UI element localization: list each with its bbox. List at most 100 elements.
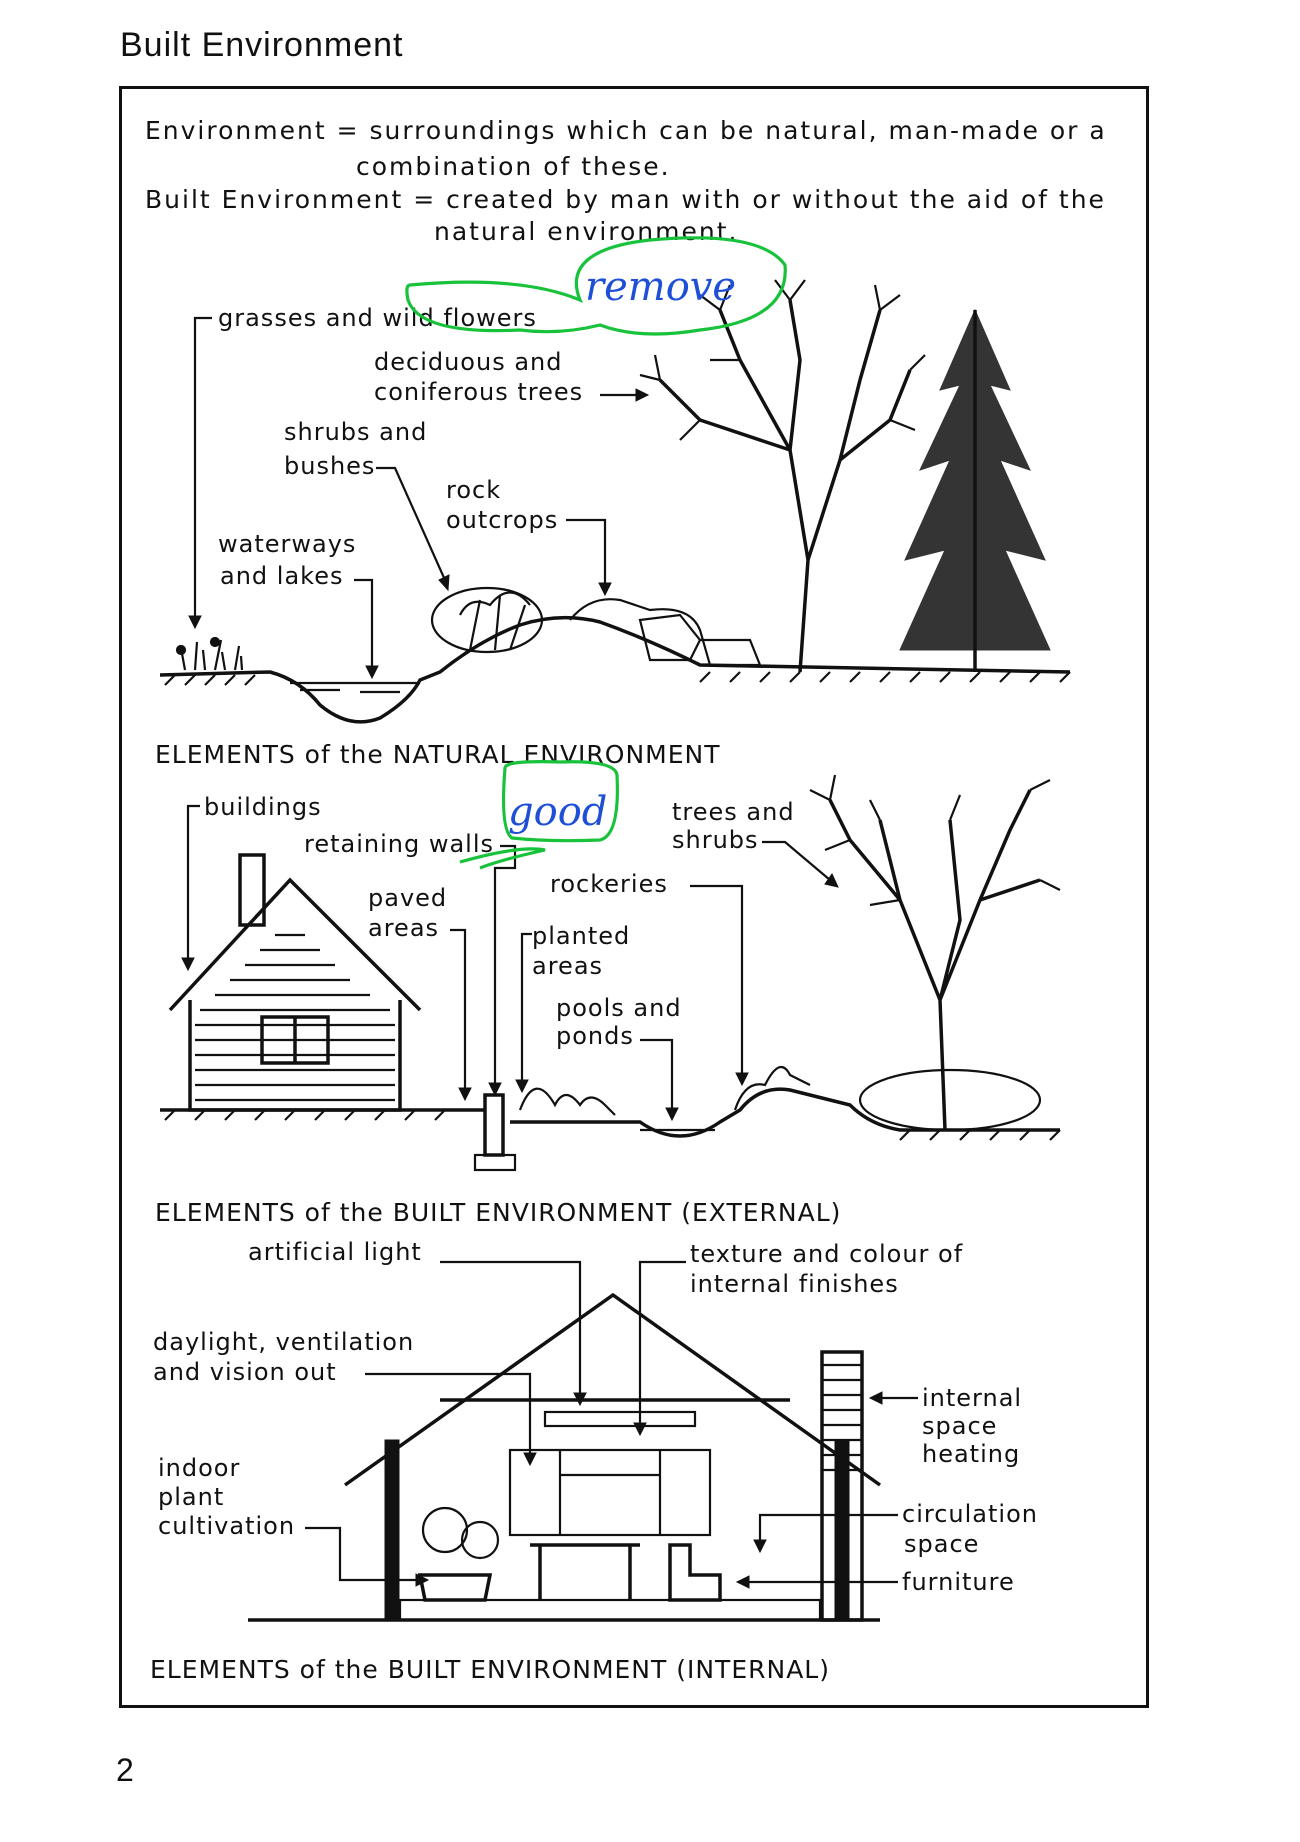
arrow-planted <box>516 1080 528 1092</box>
label-paved-line2: areas <box>368 914 439 942</box>
label-rock-line2: outcrops <box>446 506 558 534</box>
arrow-external-trees <box>825 874 838 887</box>
label-artificial-light: artificial light <box>248 1238 422 1266</box>
label-pools-line1: pools and <box>556 994 682 1022</box>
internal-environment-diagram: artificial light texture and colour of i… <box>150 1238 1038 1684</box>
label-grasses-wild-flowers: grasses and wild flowers <box>218 304 537 332</box>
arrow-trees <box>636 389 648 401</box>
leader-grasses <box>195 318 212 620</box>
arrow-shrubs <box>439 575 449 590</box>
label-furniture: furniture <box>902 1568 1015 1596</box>
leader-rockeries <box>690 886 742 1075</box>
label-pools-line2: ponds <box>556 1022 634 1050</box>
external-shrub-drawing <box>860 1070 1040 1130</box>
arrow-paved <box>459 1088 471 1100</box>
wall-footing <box>475 1155 515 1170</box>
indoor-plant-drawing <box>420 1508 498 1600</box>
label-rock-line1: rock <box>446 476 501 504</box>
definition-environment-line1: Environment = surroundings which can be … <box>145 116 1107 145</box>
internal-roof <box>345 1295 880 1485</box>
rock-outcrop-drawing <box>570 599 710 665</box>
label-texture-line2: internal finishes <box>690 1270 899 1298</box>
leader-paved <box>450 930 465 1090</box>
label-plant-line2: plant <box>158 1483 224 1511</box>
label-planted-line1: planted <box>532 922 630 950</box>
label-circulation-line1: circulation <box>902 1500 1038 1528</box>
label-waterways-line2: and lakes <box>220 562 343 590</box>
label-plant-line3: cultivation <box>158 1512 295 1540</box>
label-trees-line2: coniferous trees <box>374 378 583 406</box>
label-shrubs-line2: bushes <box>284 452 375 480</box>
armchair-drawing <box>670 1545 720 1600</box>
light-fitting-drawing <box>545 1412 695 1426</box>
leader-external-trees <box>762 842 830 880</box>
arrow-heating <box>870 1392 882 1404</box>
external-tree-drawing <box>810 775 1060 1130</box>
label-daylight-line2: and vision out <box>153 1358 337 1386</box>
internal-floor-slab <box>400 1600 820 1620</box>
arrow-rockeries <box>736 1073 748 1085</box>
leader-retaining-walls <box>495 846 515 1085</box>
handwritten-good: good <box>508 789 607 835</box>
arrow-pools <box>666 1108 678 1120</box>
label-waterways-line1: waterways <box>218 530 356 558</box>
definition-built-line2: natural environment. <box>434 217 738 246</box>
label-heating-line2: space <box>922 1412 997 1440</box>
caption-built-internal: ELEMENTS of the BUILT ENVIRONMENT (INTER… <box>150 1655 830 1684</box>
planted-bed-drawing <box>520 1089 615 1115</box>
arrow-waterways <box>366 666 378 678</box>
label-retaining-walls: retaining walls <box>304 830 494 858</box>
label-heating-line1: internal <box>922 1384 1022 1412</box>
arrow-rock <box>599 583 611 595</box>
arrow-retaining-walls <box>489 1083 501 1095</box>
external-environment-diagram: buildings retaining walls trees and shru… <box>155 775 1060 1227</box>
rock-boulders <box>640 615 760 665</box>
retaining-wall-drawing <box>485 1095 503 1155</box>
leader-planted <box>522 934 532 1082</box>
caption-natural-environment: ELEMENTS of the NATURAL ENVIRONMENT <box>155 740 721 769</box>
shrub-drawing <box>432 588 542 652</box>
definition-environment-line2: combination of these. <box>356 152 671 181</box>
label-daylight-line1: daylight, ventilation <box>153 1328 414 1356</box>
caption-built-external: ELEMENTS of the BUILT ENVIRONMENT (EXTER… <box>155 1198 841 1227</box>
internal-wall-right <box>835 1440 849 1620</box>
arrow-texture <box>634 1423 646 1435</box>
lake-ripples <box>300 690 400 692</box>
label-planted-line2: areas <box>532 952 603 980</box>
window-drawing <box>510 1450 710 1535</box>
label-paved-line1: paved <box>368 884 447 912</box>
handwritten-remove: remove <box>585 264 736 310</box>
natural-environment-diagram: grasses and wild flowers deciduous and c… <box>155 280 1070 769</box>
leader-circulation <box>760 1515 898 1540</box>
grasses-drawing <box>177 638 242 670</box>
label-rockeries: rockeries <box>550 870 668 898</box>
leader-waterways <box>354 580 372 670</box>
label-trees-line1: deciduous and <box>374 348 563 376</box>
label-buildings: buildings <box>204 793 322 821</box>
label-texture-line1: texture and colour of <box>690 1240 963 1268</box>
arrow-daylight <box>524 1453 536 1465</box>
label-external-trees-line1: trees and <box>672 798 795 826</box>
leader-rock <box>566 520 605 585</box>
arrow-grasses <box>189 616 201 628</box>
label-heating-line3: heating <box>922 1440 1020 1468</box>
definitions: Environment = surroundings which can be … <box>145 116 1107 246</box>
arrow-circulation <box>754 1540 766 1552</box>
label-plant-line1: indoor <box>158 1454 240 1482</box>
internal-wall-left <box>385 1440 399 1620</box>
label-external-trees-line2: shrubs <box>672 826 759 854</box>
arrow-furniture <box>737 1576 749 1588</box>
external-ground-hatching <box>165 1110 1060 1140</box>
leader-buildings <box>188 806 200 960</box>
label-shrubs-line1: shrubs and <box>284 418 427 446</box>
arrow-buildings <box>182 958 194 970</box>
coniferous-tree-drawing <box>900 310 1050 672</box>
definition-built-line1: Built Environment = created by man with … <box>145 185 1106 214</box>
leader-shrubs <box>376 468 445 580</box>
page-number: 2 <box>116 1752 134 1789</box>
label-circulation-line2: space <box>904 1530 979 1558</box>
table-drawing <box>530 1545 640 1600</box>
leader-pools <box>640 1040 672 1110</box>
leader-plant <box>305 1528 420 1580</box>
